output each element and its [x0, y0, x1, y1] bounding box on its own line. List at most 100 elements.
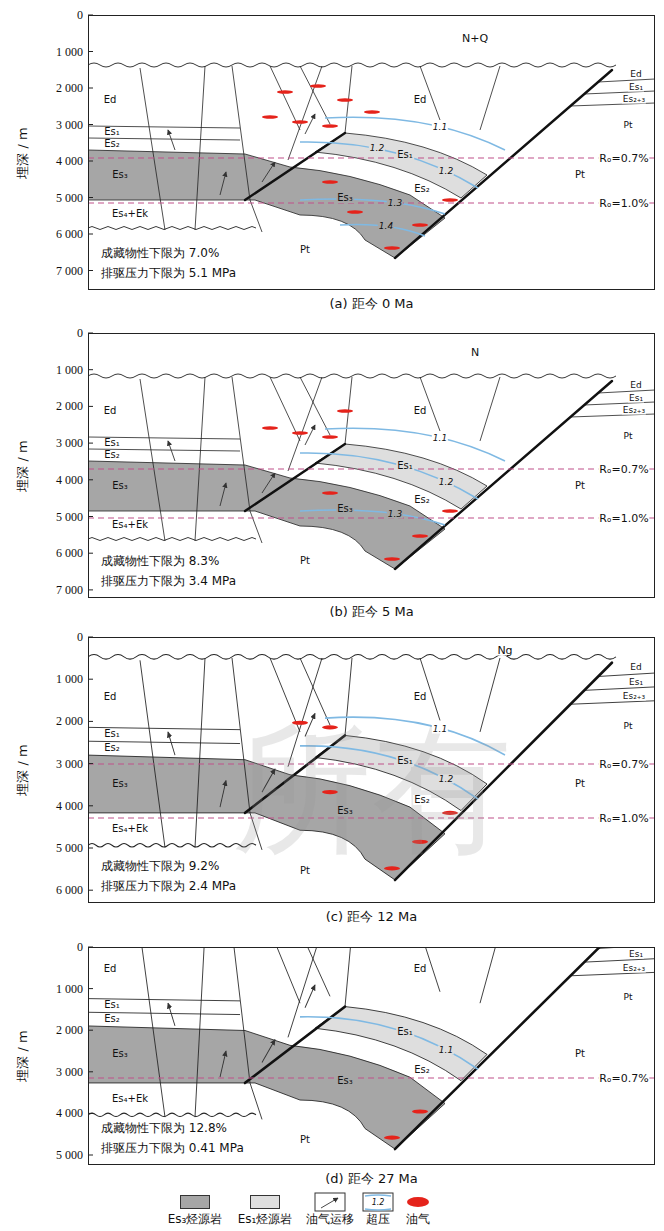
overpressure-value: 1.3	[387, 199, 403, 208]
stratum-label: Es₃	[336, 1076, 354, 1086]
stratum-label: Pt	[299, 866, 311, 876]
stratum-label: Es₃	[111, 779, 129, 789]
stratum-label: N+Q	[461, 33, 489, 44]
tick-label: 0	[76, 327, 84, 339]
panel-frame: 成藏物性下限为 12.8%排驱压力下限为 0.41 MPa(d) 距今 27 M…	[88, 947, 655, 1165]
panel-caption: (c) 距今 12 Ma	[324, 910, 419, 925]
tick-label: 4 000	[55, 800, 84, 812]
tick-label: 3 000	[55, 1066, 84, 1078]
legend-samples	[315, 1193, 393, 1211]
axis-title: 埋深 / m	[16, 743, 29, 796]
oil-body	[262, 115, 278, 119]
panel-caption: (d) 距今 27 Ma	[323, 1172, 420, 1187]
stratum-label: Es₃	[111, 481, 129, 491]
overpressure-value: 1.1	[432, 724, 448, 733]
stratum-label: Es₂	[103, 450, 121, 460]
axis-title: 埋深 / m	[16, 1029, 29, 1082]
tick-label: 2 000	[55, 82, 84, 94]
ro-label: Rₒ=1.0%	[598, 513, 649, 524]
stratum-label: Pt	[623, 722, 634, 731]
stratum-label: Es₁	[103, 1000, 121, 1010]
oil-body	[310, 84, 326, 88]
threshold-note: 成藏物性下限为 12.8%	[99, 1122, 229, 1136]
legend-swatch	[250, 1195, 280, 1209]
legend-text: 油气运移	[305, 1213, 355, 1225]
stratum-label: Es₁	[396, 150, 414, 160]
stratum-label: Es₁	[103, 438, 121, 448]
overpressure-value: 1.4	[378, 222, 394, 231]
oil-body	[384, 246, 400, 250]
overpressure-value: 1.2	[371, 1199, 386, 1207]
axis-title: 埋深 / m	[16, 439, 29, 492]
oil-body	[322, 124, 338, 128]
oil-body	[262, 426, 278, 430]
overpressure-contour	[365, 1195, 391, 1210]
stratum-label: Ed	[413, 964, 428, 974]
overpressure-contour	[300, 1017, 478, 1070]
legend-text: 油气	[405, 1213, 431, 1225]
overpressure-value: 1.1	[432, 123, 448, 132]
oil-body	[412, 534, 428, 538]
panel-caption: (b) 距今 5 Ma	[327, 605, 415, 620]
tick-label: 2 000	[55, 1024, 84, 1036]
geology-section	[88, 947, 655, 1149]
panel-frame: 成藏物性下限为 8.3%排驱压力下限为 3.4 MPa(b) 距今 5 Ma	[88, 333, 655, 598]
legend-sample-box	[363, 1193, 393, 1211]
stratum-label: Ng	[496, 645, 513, 656]
stratum-label: Es₄+Ek	[111, 209, 149, 219]
panel-b-section	[88, 374, 655, 569]
stratum-label: Es₃	[336, 193, 354, 203]
stratum-label: Es₂	[103, 1014, 121, 1024]
legend-text: Es₃烃源岩	[167, 1213, 224, 1225]
legend-text: Es₁烃源岩	[237, 1213, 294, 1225]
tick-label: 3 000	[55, 758, 84, 770]
stratum-label: Es₁	[396, 1027, 414, 1037]
stratum-label: Es₂	[413, 495, 431, 505]
threshold-note: 成藏物性下限为 9.2%	[99, 860, 221, 874]
tick-label: 7 000	[55, 265, 84, 277]
stratum-label: Pt	[299, 245, 311, 255]
oil-body	[412, 1109, 428, 1113]
legend-swatch	[407, 1197, 429, 1207]
oil-body	[384, 866, 400, 870]
stratum-label: Es₂	[413, 184, 431, 194]
overpressure-value: 1.1	[432, 434, 448, 443]
oil-body	[364, 110, 380, 114]
oil-body	[442, 198, 458, 202]
overpressure-contour	[300, 453, 478, 499]
panel-a-art	[88, 63, 655, 258]
threshold-note: 排驱压力下限为 0.41 MPa	[99, 1142, 246, 1156]
tick-label: 5 000	[55, 192, 84, 204]
tick-label: 3 000	[55, 437, 84, 449]
tick-label: 7 000	[55, 584, 84, 596]
oil-body	[322, 180, 338, 184]
geology-section	[88, 655, 655, 880]
threshold-note: 排驱压力下限为 2.4 MPa	[99, 880, 238, 894]
stratum-label: Ed	[103, 95, 118, 105]
oil-body	[384, 1136, 400, 1140]
stratum-label: Ed	[413, 406, 428, 416]
geology-section	[88, 374, 655, 569]
oil-accumulations	[262, 409, 458, 561]
overpressure-value: 1.3	[387, 510, 403, 519]
ro-label: Rₒ=0.7%	[598, 464, 649, 475]
threshold-note: 成藏物性下限为 8.3%	[99, 555, 221, 569]
geology-section	[88, 63, 655, 258]
stratum-label: Ed	[629, 381, 642, 390]
tick-label: 2 000	[55, 715, 84, 727]
oil-accumulations	[384, 1109, 428, 1139]
legend-sample-box	[315, 1193, 345, 1211]
tick-label: 1 000	[55, 364, 84, 376]
stratum-label: Ed	[413, 692, 428, 702]
stratum-label: Es₂	[413, 1065, 431, 1075]
tick-label: 4 000	[55, 474, 84, 486]
stratum-label: Es₁	[396, 461, 414, 471]
stratum-label: Es₁	[396, 756, 414, 766]
panel-c-section	[88, 655, 655, 880]
ro-label: Rₒ=0.7%	[598, 153, 649, 164]
stratum-label: Ed	[103, 692, 118, 702]
ro-line	[88, 517, 655, 518]
stratum-label: Es₂	[413, 795, 431, 805]
stratum-label: Ed	[629, 663, 642, 672]
